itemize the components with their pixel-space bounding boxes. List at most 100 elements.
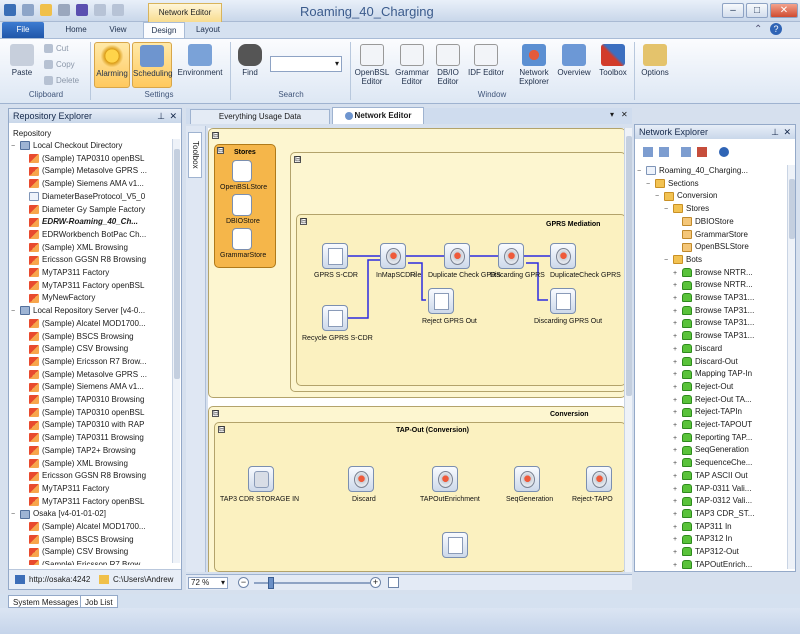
ribbon-minimize-icon[interactable]: ⌃ [754, 24, 763, 35]
tree-item[interactable]: (Sample) CSV Browsing [20, 546, 128, 559]
find-combobox[interactable]: ▾ [270, 56, 342, 72]
collapse-toggle[interactable]: ⊟ [294, 156, 301, 163]
tapoutenrichment-node[interactable] [432, 466, 458, 492]
collapse-icon[interactable]: − [11, 143, 16, 150]
tree-item[interactable]: (Sample) Metasolve GPRS ... [20, 369, 147, 382]
network-explorer-button[interactable]: Network Explorer [512, 42, 556, 88]
tree-item[interactable]: OpenBSLStore [673, 241, 749, 254]
refresh-icon[interactable] [58, 4, 70, 16]
tree-item[interactable]: MyNewFactory [20, 292, 95, 305]
find-button[interactable]: Find [236, 42, 264, 88]
recycle-gprs-scdr-node[interactable] [322, 305, 348, 331]
close-tab-icon[interactable]: ✕ [621, 110, 628, 119]
expand-icon[interactable]: + [673, 434, 678, 442]
tree-item[interactable]: +Reject-Out TA... [673, 394, 752, 407]
tapout-conversion-container[interactable] [214, 422, 626, 572]
zoom-slider-handle[interactable] [268, 577, 274, 589]
refresh-icon[interactable] [719, 147, 729, 157]
tree-item[interactable]: +TAP312 In [673, 533, 732, 546]
collapse-icon[interactable]: − [11, 511, 16, 519]
tree-item[interactable]: +TAPOutEnrich... [673, 559, 752, 571]
expand-icon[interactable]: + [673, 422, 678, 429]
tree-item[interactable]: (Sample) BSCS Browsing [20, 331, 134, 344]
zoom-level-select[interactable]: 72 %▾ [188, 577, 228, 589]
tab-everything-usage-data[interactable]: Everything Usage Data [190, 109, 330, 124]
discarding-gprs-out-node[interactable] [550, 288, 576, 314]
tree-item[interactable]: (Sample) Alcatel MOD1700... [20, 521, 146, 534]
tree-item[interactable]: MyTAP311 Factory openBSL [20, 280, 144, 293]
tree-item[interactable]: −Local Repository Server [v4-0... [11, 305, 145, 318]
idf-editor-button[interactable]: IDF Editor [466, 42, 506, 88]
tree-item[interactable]: EDRW-Roaming_40_Ch... [20, 216, 138, 229]
toolbox-tab[interactable]: Toolbox [188, 132, 202, 178]
openbsl-store-node[interactable] [232, 160, 252, 182]
pin-icon[interactable]: ⊥ [157, 111, 165, 121]
collapse-toggle[interactable]: ⊟ [217, 147, 224, 154]
tree-item[interactable]: +Reporting TAP... [673, 432, 752, 445]
new-icon[interactable] [22, 4, 34, 16]
expand-icon[interactable]: + [673, 523, 678, 531]
expand-icon[interactable]: + [673, 396, 678, 404]
tree-item[interactable]: (Sample) TAP0310 Browsing [20, 394, 144, 407]
tab-system-messages[interactable]: System Messages [8, 595, 84, 608]
expand-icon[interactable]: + [673, 358, 678, 366]
tab-network-editor[interactable]: Network Editor [332, 107, 424, 124]
tree-item[interactable]: MyTAP311 Factory [20, 267, 109, 280]
redo-icon[interactable] [112, 4, 124, 16]
tree-item[interactable]: (Sample) TAP2+ Browsing [20, 445, 136, 458]
repository-scrollbar[interactable] [172, 139, 180, 563]
delete-button[interactable]: Delete [44, 76, 79, 88]
zoom-slider-track[interactable] [254, 582, 370, 584]
close-window-button[interactable]: ✕ [770, 3, 798, 18]
expand-icon[interactable]: + [673, 409, 678, 417]
expand-all-icon[interactable] [643, 147, 653, 157]
tree-item[interactable]: −Bots [664, 254, 702, 267]
tab-file[interactable]: File [2, 22, 44, 38]
tree-item[interactable]: +Browse TAP31... [673, 317, 754, 330]
collapse-icon[interactable]: − [646, 180, 651, 188]
collapse-icon[interactable]: − [11, 308, 16, 316]
tree-item[interactable]: Ericsson GGSN R8 Browsing [20, 470, 146, 483]
duplicatecheck-gprs-node[interactable] [550, 243, 576, 269]
close-panel-icon[interactable]: ✕ [783, 127, 791, 137]
tree-item[interactable]: +SequenceChe... [673, 457, 752, 470]
expand-icon[interactable]: + [673, 282, 678, 290]
alarming-button[interactable]: Alarming [94, 42, 130, 88]
tree-item[interactable]: +TAP311 In [673, 521, 732, 534]
tree-item[interactable]: +Browse TAP31... [673, 292, 754, 305]
tree-item[interactable]: +Discard-Out [673, 356, 738, 369]
expand-icon[interactable]: + [673, 320, 678, 328]
duplicate-check-gprs-node[interactable] [444, 243, 470, 269]
minimize-button[interactable]: – [722, 3, 744, 18]
tab-layout[interactable]: Layout [195, 25, 221, 34]
tab-dropdown-icon[interactable]: ▾ [610, 110, 615, 119]
copy-button[interactable]: Copy [44, 60, 75, 72]
toolbox-button[interactable]: Toolbox [596, 42, 630, 88]
expand-icon[interactable]: + [673, 307, 678, 315]
cut-button[interactable]: Cut [44, 44, 68, 56]
save-icon[interactable] [76, 4, 88, 16]
expand-icon[interactable]: + [673, 447, 678, 455]
expand-icon[interactable]: + [673, 485, 678, 493]
close-panel-icon[interactable]: ✕ [169, 111, 177, 121]
tree-item[interactable]: (Sample) Metasolve GPRS ... [20, 165, 147, 178]
tree-item[interactable]: +Discard [673, 343, 722, 356]
expand-icon[interactable]: + [673, 333, 678, 341]
tree-item[interactable]: (Sample) TAP0311 Browsing [20, 432, 144, 445]
help-icon[interactable]: ? [770, 23, 782, 35]
environment-button[interactable]: Environment [176, 42, 224, 88]
tree-item[interactable]: (Sample) TAP0310 openBSL [20, 153, 144, 166]
tree-item[interactable]: (Sample) Ericsson R7 Brow... [20, 356, 146, 369]
collapse-toggle[interactable]: ⊟ [212, 132, 219, 139]
tree-item[interactable]: +TAP ASCII Out [673, 470, 748, 483]
reject-gprs-out-node[interactable] [428, 288, 454, 314]
collapse-toggle[interactable]: ⊟ [300, 218, 307, 225]
dbio-editor-button[interactable]: DB/IO Editor [432, 42, 464, 88]
tree-item[interactable]: Ericsson GGSN R8 Browsing [20, 254, 146, 267]
collapse-toggle[interactable]: ⊟ [218, 426, 225, 433]
scroll-thumb[interactable] [174, 149, 180, 379]
tree-item[interactable]: MyTAP311 Factory [20, 483, 109, 496]
grammar-editor-button[interactable]: Grammar Editor [394, 42, 430, 88]
tree-item[interactable]: −Osaka [v4-01-01-02] [11, 508, 106, 521]
tree-item[interactable]: +TAP312-Out [673, 546, 739, 559]
